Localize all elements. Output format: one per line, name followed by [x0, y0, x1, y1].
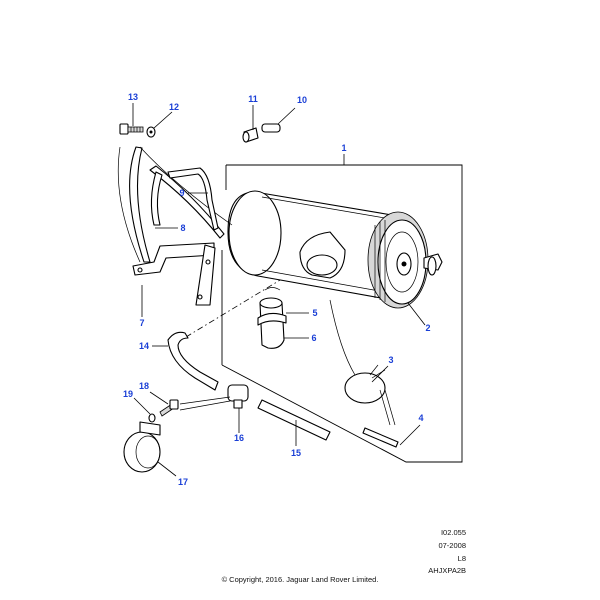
callout-17: 17 [178, 477, 188, 487]
diagram-date: 07-2008 [438, 541, 466, 550]
callout-5: 5 [312, 308, 317, 318]
callout-18: 18 [139, 381, 149, 391]
callout-6: 6 [311, 333, 316, 343]
clip-part [257, 287, 287, 326]
callout-19: 19 [123, 389, 133, 399]
copyright-notice: © Copyright, 2016. Jaguar Land Rover Lim… [221, 575, 379, 584]
callout-3: 3 [388, 355, 393, 365]
hose-clamp [123, 421, 161, 473]
part-group-code: AHJXPA2B [428, 566, 466, 575]
callout-8: 8 [180, 223, 185, 233]
diagram-reference: I02.055 [440, 528, 466, 537]
callout-1: 1 [341, 143, 346, 153]
bolt-and-washer [148, 399, 179, 423]
breather-hose [167, 331, 219, 391]
check-valve [179, 384, 249, 411]
drain-hose [257, 399, 331, 441]
callout-13: 13 [128, 92, 138, 102]
model-code: L8 [457, 554, 466, 563]
screw-and-washer [119, 123, 156, 138]
callout-14: 14 [139, 341, 149, 351]
drain-pipe [362, 389, 399, 448]
mounting-bracket [117, 146, 233, 306]
callout-labels: 1 2 3 4 5 6 7 8 9 10 11 12 13 14 15 16 1… [123, 92, 431, 487]
leader-lines [132, 103, 426, 477]
callout-15: 15 [291, 448, 301, 458]
bush-and-pin [242, 123, 281, 143]
callout-12: 12 [169, 102, 179, 112]
callout-9: 9 [179, 188, 184, 198]
callout-7: 7 [139, 318, 144, 328]
dust-valve [329, 299, 386, 404]
assembly-frame [221, 164, 463, 463]
callout-2: 2 [425, 323, 430, 333]
callout-4: 4 [418, 413, 423, 423]
callout-16: 16 [234, 433, 244, 443]
retaining-strap [150, 167, 219, 231]
callout-11: 11 [248, 94, 258, 104]
callout-10: 10 [297, 95, 307, 105]
